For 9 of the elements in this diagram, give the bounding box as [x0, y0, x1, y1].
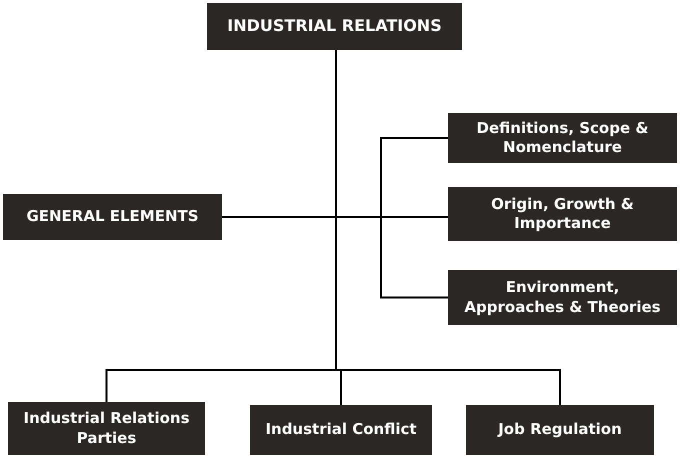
- topic-box: Environment, Approaches & Theories: [448, 270, 677, 325]
- topic-box: INDUSTRIAL RELATIONS: [207, 3, 462, 50]
- connector-line: [222, 216, 448, 298]
- topic-box: Industrial Relations Parties: [8, 402, 205, 455]
- topic-box: Definitions, Scope & Nomenclature: [448, 113, 677, 163]
- topic-box: Industrial Conflict: [250, 405, 432, 455]
- topic-box: GENERAL ELEMENTS: [3, 194, 222, 240]
- topic-box: Origin, Growth & Importance: [448, 187, 677, 241]
- topic-box: Job Regulation: [466, 405, 654, 455]
